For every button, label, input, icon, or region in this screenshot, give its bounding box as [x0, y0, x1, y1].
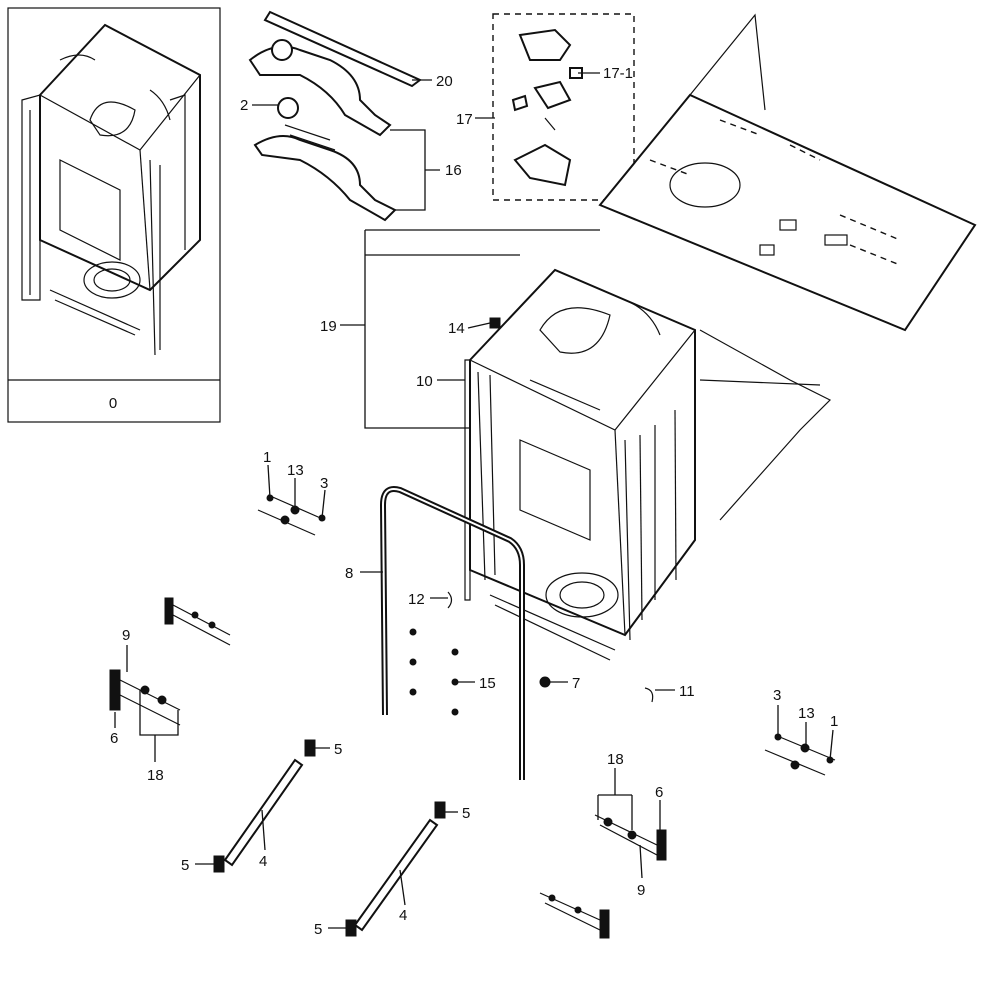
callout-3-right: 3 — [773, 687, 781, 704]
callout-5-a: 5 — [334, 741, 342, 758]
callout-13-right: 13 — [798, 705, 815, 722]
door-gasket — [379, 486, 525, 780]
inset-tub-drawing — [21, 23, 201, 356]
callout-3-left: 3 — [320, 475, 328, 492]
callout-6-left: 6 — [110, 730, 118, 747]
callout-labels: 20 2 16 17 17-1 19 14 10 1 13 3 8 12 15 … — [110, 65, 838, 938]
callout-18-left: 18 — [147, 767, 164, 784]
sub-assembly-17-box — [492, 13, 635, 201]
insulation-blanket — [598, 13, 977, 521]
inset-label: 0 — [109, 395, 117, 412]
lower-right-hinge-assembly — [539, 892, 610, 939]
callout-4-a: 4 — [259, 853, 267, 870]
callout-18-right: 18 — [607, 751, 624, 768]
callout-5-b: 5 — [181, 857, 189, 874]
callout-6-right: 6 — [655, 784, 663, 801]
left-hinge-assembly — [109, 669, 181, 726]
callout-19: 19 — [320, 318, 337, 335]
callout-13-left: 13 — [287, 462, 304, 479]
main-tub-drawing — [464, 268, 696, 661]
callout-17-1: 17-1 — [603, 65, 633, 82]
callout-9-right: 9 — [637, 882, 645, 899]
right-hinge-assembly — [594, 814, 667, 861]
callout-9-left: 9 — [122, 627, 130, 644]
callout-1-right: 1 — [830, 713, 838, 730]
callout-15: 15 — [479, 675, 496, 692]
inset-assembly-box: 0 — [7, 7, 221, 423]
callout-11: 11 — [679, 683, 695, 700]
wash-arm-detail — [284, 124, 336, 151]
callout-10: 10 — [416, 373, 433, 390]
callout-1-left: 1 — [263, 449, 271, 466]
upper-spray-arm-assembly — [248, 10, 422, 222]
callout-7: 7 — [572, 675, 580, 692]
upper-left-hinge-assembly — [164, 597, 231, 646]
door-rails — [223, 758, 439, 932]
callout-12: 12 — [408, 591, 425, 608]
screw-group-left — [257, 494, 326, 536]
callout-17: 17 — [456, 111, 473, 128]
callout-14: 14 — [448, 320, 465, 337]
screw-dots — [409, 628, 459, 716]
callout-8: 8 — [345, 565, 353, 582]
screw-group-right — [764, 733, 836, 776]
callout-2: 2 — [240, 97, 248, 114]
callout-16: 16 — [445, 162, 462, 179]
callout-4-b: 4 — [399, 907, 407, 924]
callout-20: 20 — [436, 73, 453, 90]
leader-lines — [114, 72, 834, 929]
rail-end-caps — [213, 739, 446, 937]
callout-5-d: 5 — [314, 921, 322, 938]
callout-5-c: 5 — [462, 805, 470, 822]
